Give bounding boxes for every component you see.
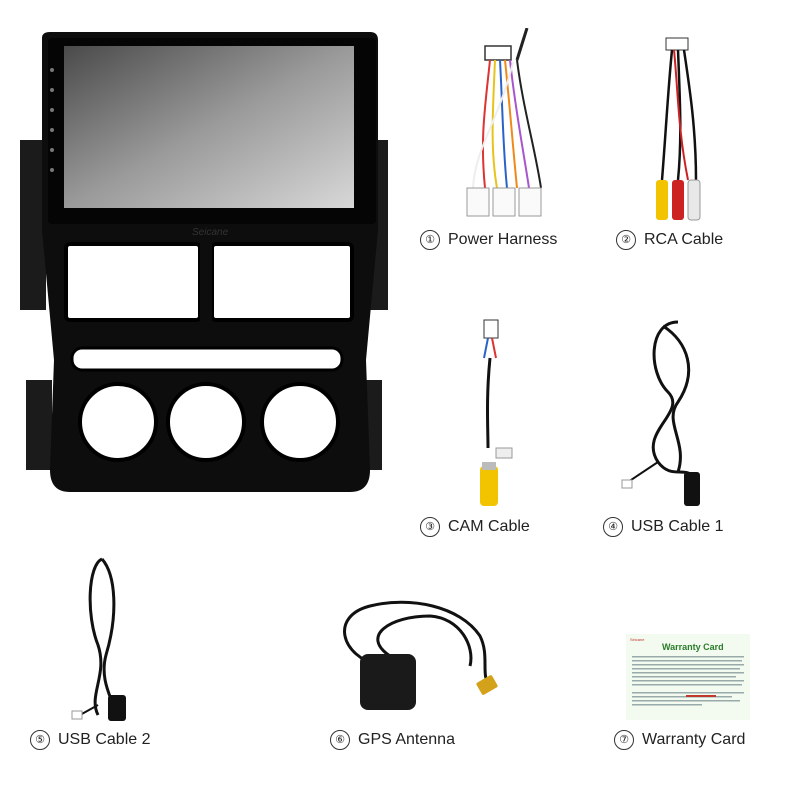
item-number: ② — [616, 230, 636, 250]
item-number: ⑥ — [330, 730, 350, 750]
rca-cable-icon — [638, 30, 718, 230]
item-number: ① — [420, 230, 440, 250]
car-stereo-head-unit: Seicane — [14, 30, 394, 500]
item-number: ④ — [603, 517, 623, 537]
usb-cable-icon — [68, 555, 148, 725]
item-number: ③ — [420, 517, 440, 537]
item-number: ⑦ — [614, 730, 634, 750]
cam-cable-icon — [462, 318, 522, 510]
power-harness-icon — [455, 28, 565, 228]
warranty-card-brand: Seicane — [630, 637, 645, 642]
item-number: ⑤ — [30, 730, 50, 750]
warranty-card-icon: Seicane Warranty Card — [626, 634, 750, 720]
gps-antenna-icon — [330, 596, 510, 726]
warranty-card-title: Warranty Card — [662, 642, 724, 652]
seicane-logo: Seicane — [192, 227, 229, 238]
usb-cable-icon — [618, 312, 718, 512]
